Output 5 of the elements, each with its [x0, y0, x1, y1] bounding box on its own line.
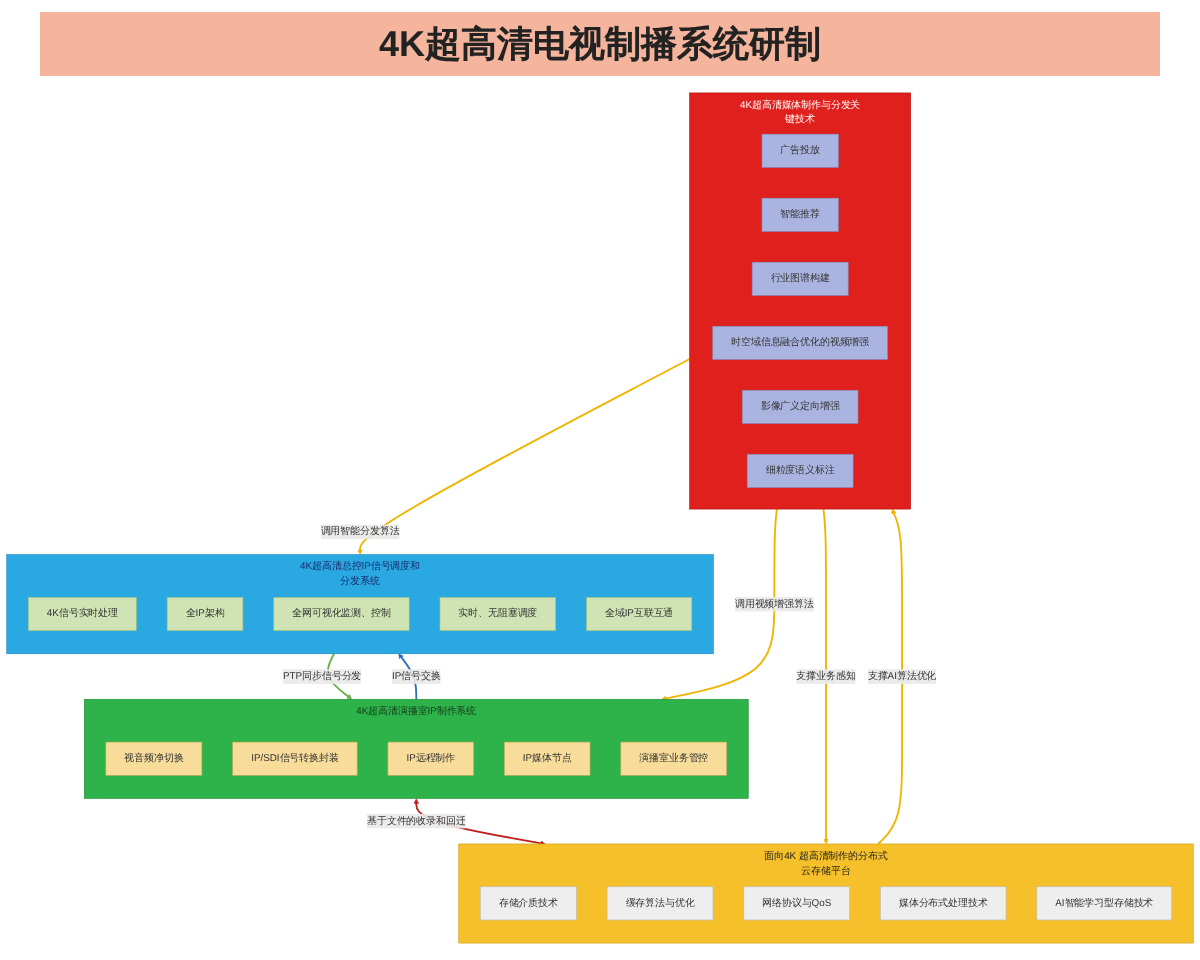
arrow [822, 508, 829, 845]
title-banner: 4K超高清电视制播系统研制 [40, 12, 1160, 76]
arrow [357, 358, 691, 555]
arrow [661, 508, 778, 701]
arrow [877, 508, 903, 845]
